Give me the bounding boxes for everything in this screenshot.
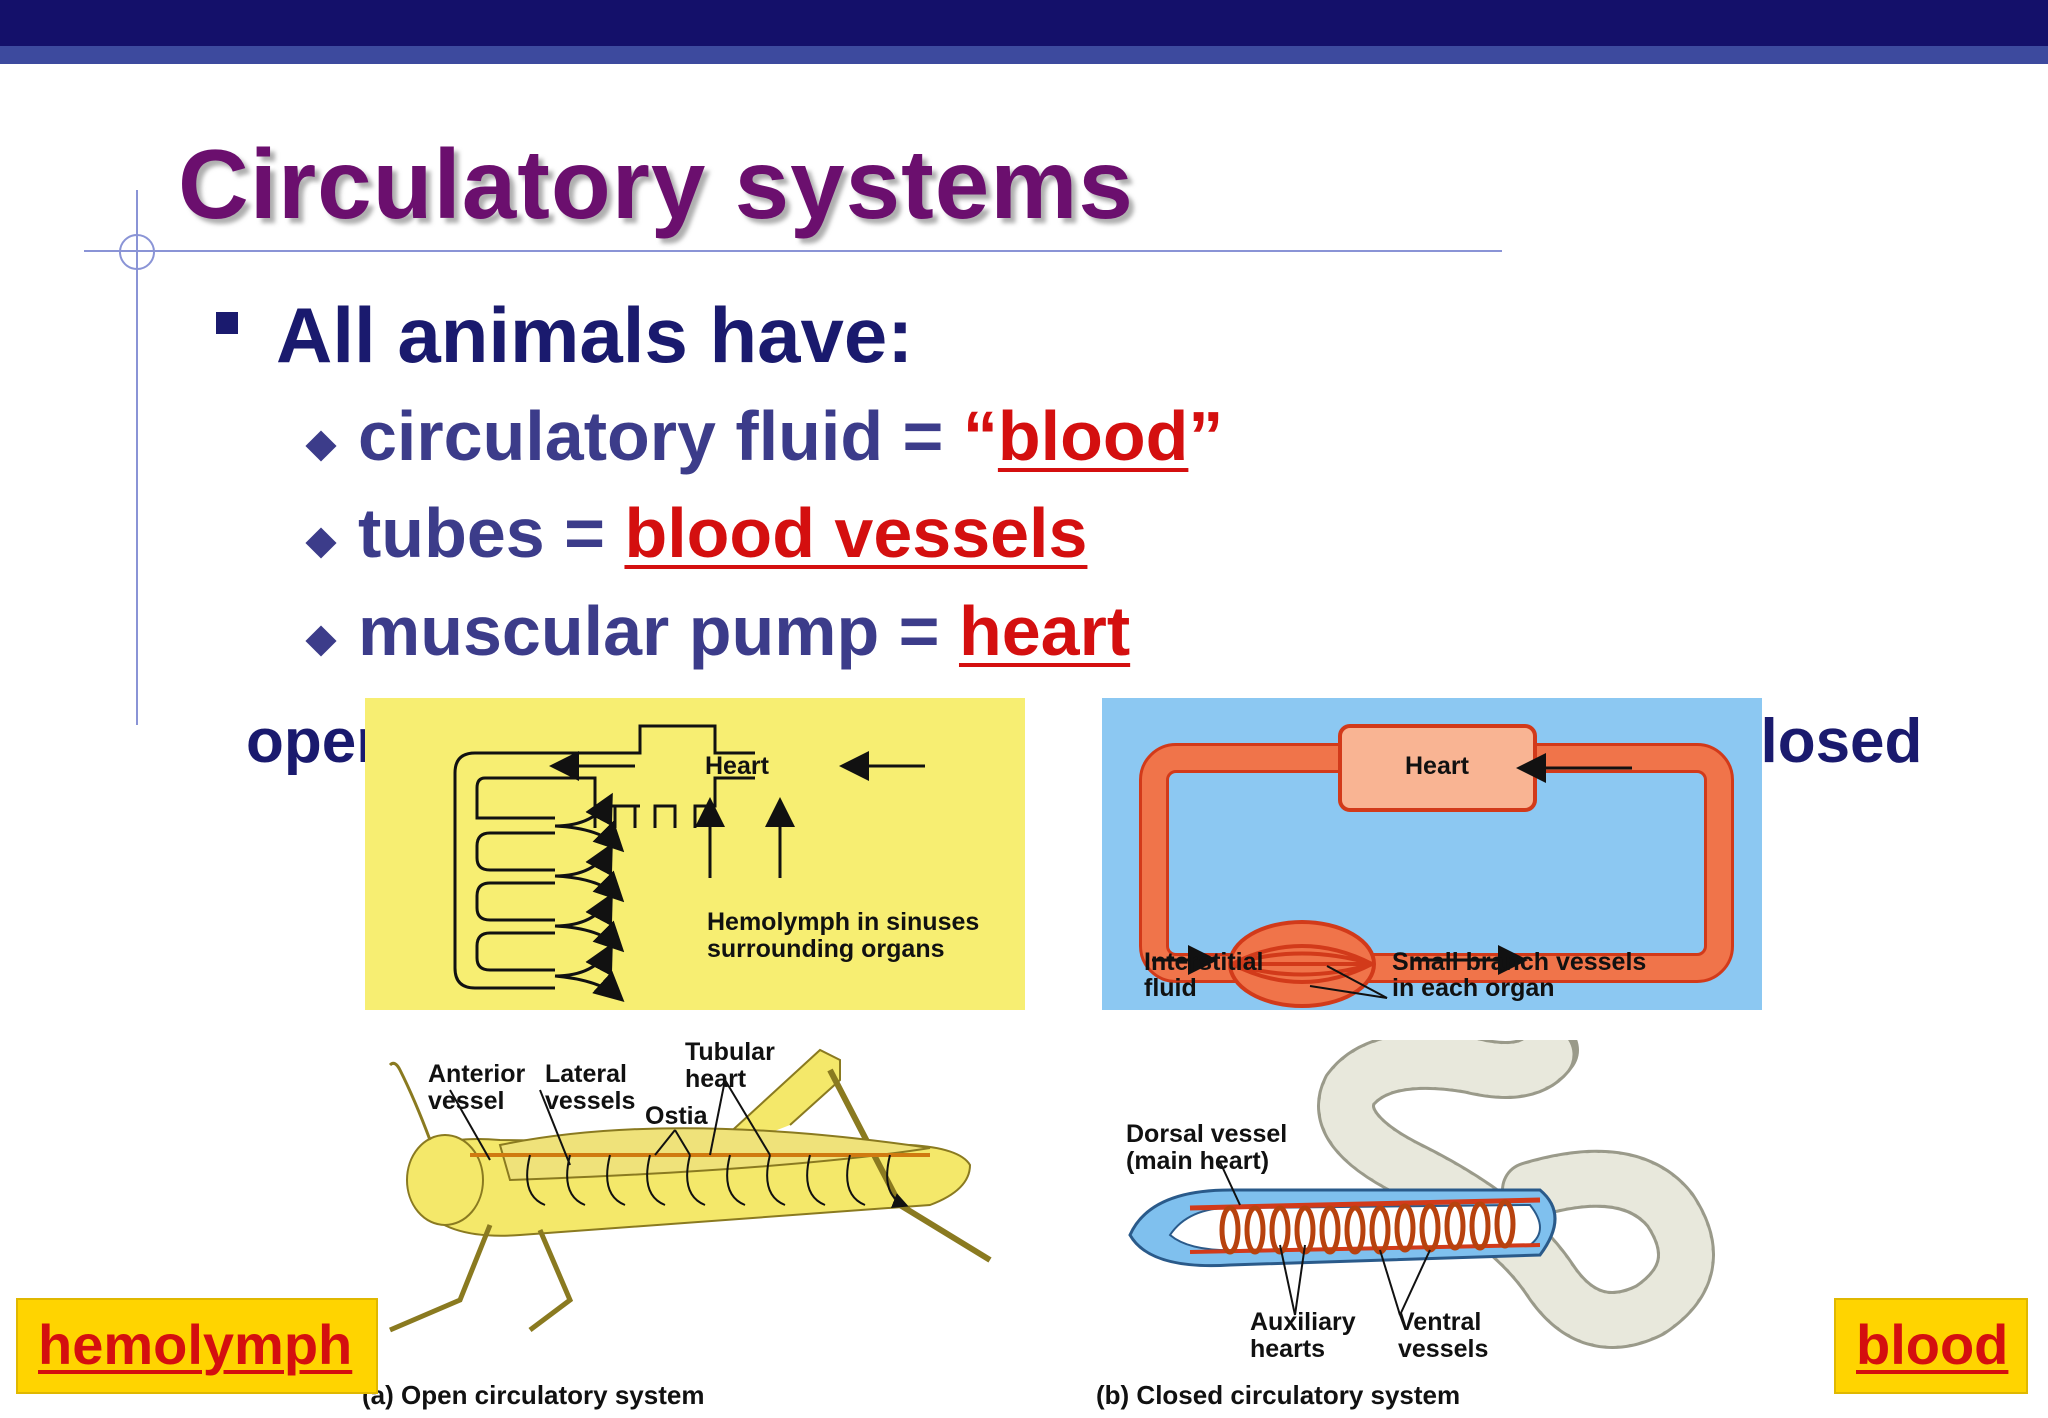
fluid-open-quote: “	[962, 397, 998, 475]
header-bar	[0, 0, 2048, 46]
sub-bullet-tubes: tubes = blood vessels	[358, 493, 1087, 573]
pump-prefix: muscular pump =	[358, 592, 959, 670]
tubes-term: blood vessels	[624, 494, 1088, 572]
earthworm-drawing	[1128, 1021, 1715, 1349]
tubes-prefix: tubes =	[358, 494, 625, 572]
main-bullet: All animals have:	[276, 291, 914, 379]
sub-bullet-fluid: circulatory fluid = “blood”	[358, 396, 1223, 476]
interstitial-label-line2: fluid	[1144, 974, 1197, 1002]
closed-system-diagram: Heart Interstitial fluid Small branch ve…	[1102, 698, 1762, 1010]
open-system-schematic	[453, 724, 925, 1003]
lateral-vessels-label-line2: vessels	[545, 1087, 636, 1115]
hemolymph-label-line1: Hemolymph in sinuses	[707, 908, 980, 936]
left-guide-line	[136, 190, 138, 725]
ventral-vessels-label-line1: Ventral	[1398, 1308, 1482, 1336]
header-accent-bar	[0, 46, 2048, 64]
closed-system-caption: (b) Closed circulatory system	[1096, 1380, 1461, 1410]
diamond-bullet-icon	[305, 430, 337, 462]
ostia-label: Ostia	[645, 1102, 708, 1130]
anterior-vessel-label-line2: vessel	[428, 1087, 505, 1115]
auxiliary-hearts-label-line1: Auxiliary	[1250, 1308, 1356, 1336]
closed-system-schematic	[1139, 724, 1734, 1008]
tubular-heart-label-line2: heart	[685, 1065, 747, 1093]
sub-bullet-pump: muscular pump = heart	[358, 591, 1130, 671]
earthworm-illustration: Dorsal vessel (main heart) Auxiliary hea…	[1110, 1021, 1750, 1380]
blood-tag-text: blood	[1856, 1313, 2009, 1376]
hemolymph-tag-text: hemolymph	[38, 1313, 353, 1376]
fluid-term: blood	[997, 397, 1189, 475]
hemolymph-label-line2: surrounding organs	[707, 935, 945, 963]
slide-title: Circulatory systems	[178, 129, 1134, 239]
square-bullet-icon	[216, 312, 238, 334]
grasshopper-drawing	[388, 1048, 992, 1333]
open-system-caption: (a) Open circulatory system	[362, 1380, 705, 1410]
open-heart-label: Heart	[705, 752, 769, 780]
interstitial-label-line1: Interstitial	[1144, 948, 1264, 976]
fluid-prefix: circulatory fluid =	[358, 397, 963, 475]
dorsal-vessel-label-line2: (main heart)	[1126, 1147, 1270, 1175]
anterior-vessel-label-line1: Anterior	[428, 1060, 526, 1088]
branch-vessels-label-line1: Small branch vessels	[1392, 948, 1647, 976]
title-underline	[84, 250, 1502, 252]
crosshair-icon	[119, 234, 155, 270]
branch-vessels-label-line2: in each organ	[1392, 974, 1555, 1002]
lateral-vessels-label-line1: Lateral	[545, 1060, 627, 1088]
hemolymph-tag: hemolymph	[16, 1298, 378, 1394]
diamond-bullet-icon	[305, 527, 337, 559]
blood-tag: blood	[1834, 1298, 2028, 1394]
auxiliary-hearts-label-line2: hearts	[1250, 1335, 1326, 1363]
open-system-diagram: Heart Hemolymph in sinuses surrounding o…	[365, 698, 1025, 1010]
dorsal-vessel-label-line1: Dorsal vessel	[1126, 1120, 1288, 1148]
closed-heart-label: Heart	[1405, 752, 1469, 780]
tubular-heart-label-line1: Tubular	[685, 1038, 775, 1066]
ventral-vessels-label-line2: vessels	[1398, 1335, 1489, 1363]
diamond-bullet-icon	[305, 625, 337, 657]
grasshopper-illustration: Anterior vessel Lateral vessels Tubular …	[370, 1030, 1010, 1390]
fluid-close-quote: ”	[1188, 397, 1224, 475]
pump-term: heart	[958, 592, 1131, 670]
